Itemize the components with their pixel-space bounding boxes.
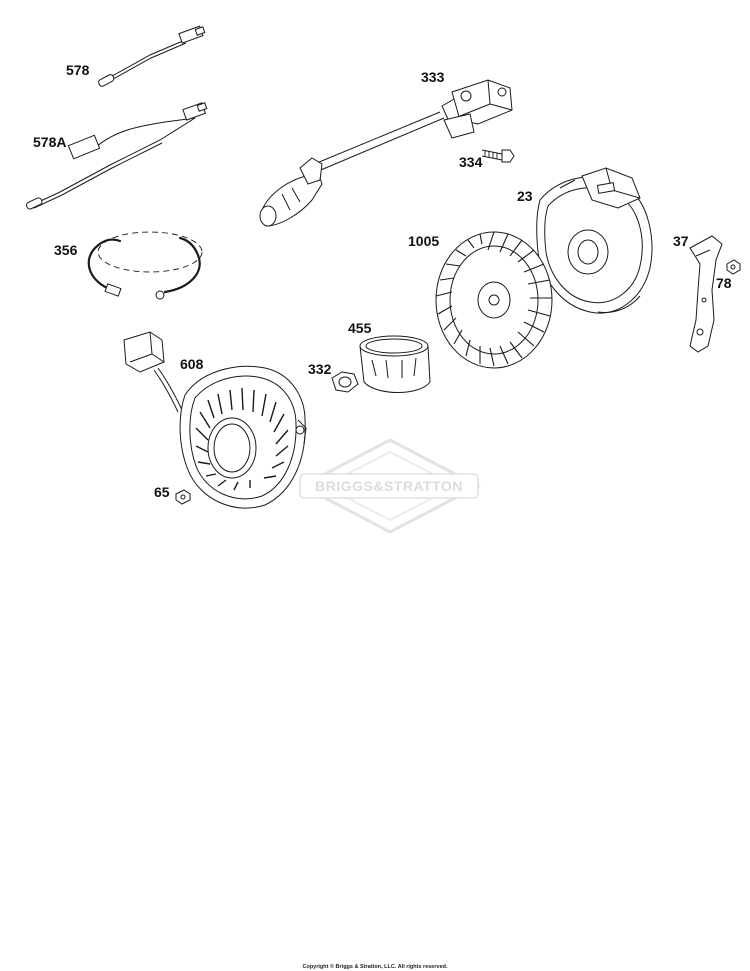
- fan-blades: [435, 231, 552, 367]
- label-455[interactable]: 455: [348, 320, 372, 336]
- part-333-starter-motor[interactable]: [259, 79, 513, 227]
- label-37[interactable]: 37: [673, 233, 689, 249]
- label-578a[interactable]: 578A: [33, 134, 66, 150]
- part-332-nut[interactable]: [331, 371, 359, 393]
- part-608-rewind-starter[interactable]: [123, 331, 307, 509]
- label-356[interactable]: 356: [54, 242, 78, 258]
- label-23[interactable]: 23: [517, 188, 533, 204]
- part-1005-fan[interactable]: [435, 231, 553, 369]
- label-65[interactable]: 65: [154, 484, 170, 500]
- part-578-wire[interactable]: [98, 25, 206, 87]
- label-1005[interactable]: 1005: [408, 233, 439, 249]
- copyright-text: Copyright © Briggs & Stratton, LLC. All …: [302, 963, 448, 970]
- part-37-bracket[interactable]: [689, 235, 723, 353]
- label-608[interactable]: 608: [180, 356, 204, 372]
- part-356-ground-wire[interactable]: [87, 231, 203, 300]
- part-578a-harness[interactable]: [25, 102, 208, 210]
- part-labels: 578 578A 356 608 65 333 334 23 1005 455 …: [33, 62, 732, 500]
- part-23-flywheel[interactable]: [536, 167, 653, 314]
- part-455-cup[interactable]: [359, 335, 431, 393]
- brand-watermark: BRIGGS&STRATTON: [298, 438, 482, 534]
- part-78-nut[interactable]: [726, 259, 741, 275]
- part-334-bolt[interactable]: [481, 149, 515, 163]
- watermark-text: BRIGGS&STRATTON: [315, 478, 463, 494]
- label-334[interactable]: 334: [459, 154, 483, 170]
- label-332[interactable]: 332: [308, 361, 332, 377]
- part-65-nut[interactable]: [175, 489, 191, 505]
- label-333[interactable]: 333: [421, 69, 445, 85]
- label-578[interactable]: 578: [66, 62, 90, 78]
- label-78[interactable]: 78: [716, 275, 732, 291]
- starter-cooling-fins: [195, 387, 289, 491]
